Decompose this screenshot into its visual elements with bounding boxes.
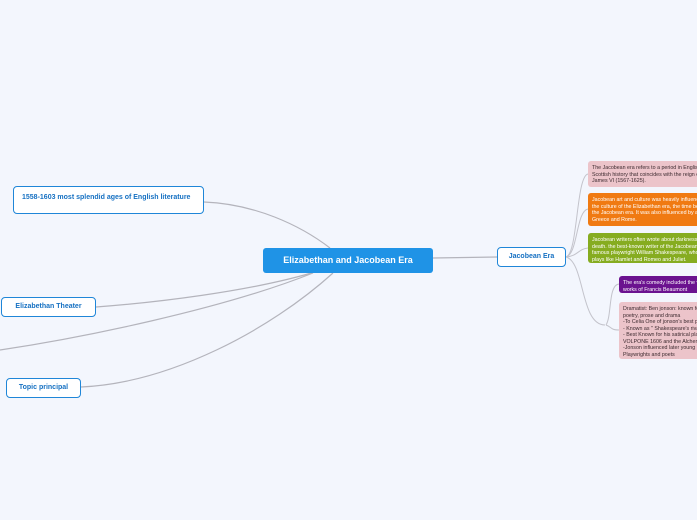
branch-literature-ages[interactable]: 1558-1603 most splendid ages of English … <box>13 186 204 214</box>
note-comedy[interactable]: The era's comedy included the varied wor… <box>619 276 697 293</box>
link-central-jacobean <box>432 256 498 259</box>
note-jacobean-writers[interactable]: Jacobean writers often wrote about darkn… <box>588 233 697 263</box>
branch-elizabethan-theater[interactable]: Elizabethan Theater <box>1 297 96 317</box>
link-central-theater <box>95 270 319 308</box>
link-jacobean-writers <box>565 247 589 258</box>
note-jacobean-art[interactable]: Jacobean art and culture was heavily inf… <box>588 193 697 226</box>
note-jacobean-definition[interactable]: The Jacobean era refers to a period in E… <box>588 161 697 187</box>
central-topic-elizabethan-jacobean[interactable]: Elizabethan and Jacobean Era <box>263 248 433 273</box>
link-central-offscreen <box>0 272 314 351</box>
link-comedy <box>605 283 620 326</box>
branch-topic-principal[interactable]: Topic principal <box>6 378 81 398</box>
link-jacobean-comedy-group <box>565 256 606 326</box>
link-jonson <box>605 324 620 331</box>
link-jacobean-definition <box>565 173 589 258</box>
branch-jacobean-era[interactable]: Jacobean Era <box>497 247 566 267</box>
note-ben-jonson[interactable]: Dramatist: Ben jonson: known for his poe… <box>619 302 697 359</box>
link-jacobean-art <box>565 208 589 258</box>
link-central-topic <box>80 272 334 388</box>
link-central-literature <box>203 201 331 249</box>
